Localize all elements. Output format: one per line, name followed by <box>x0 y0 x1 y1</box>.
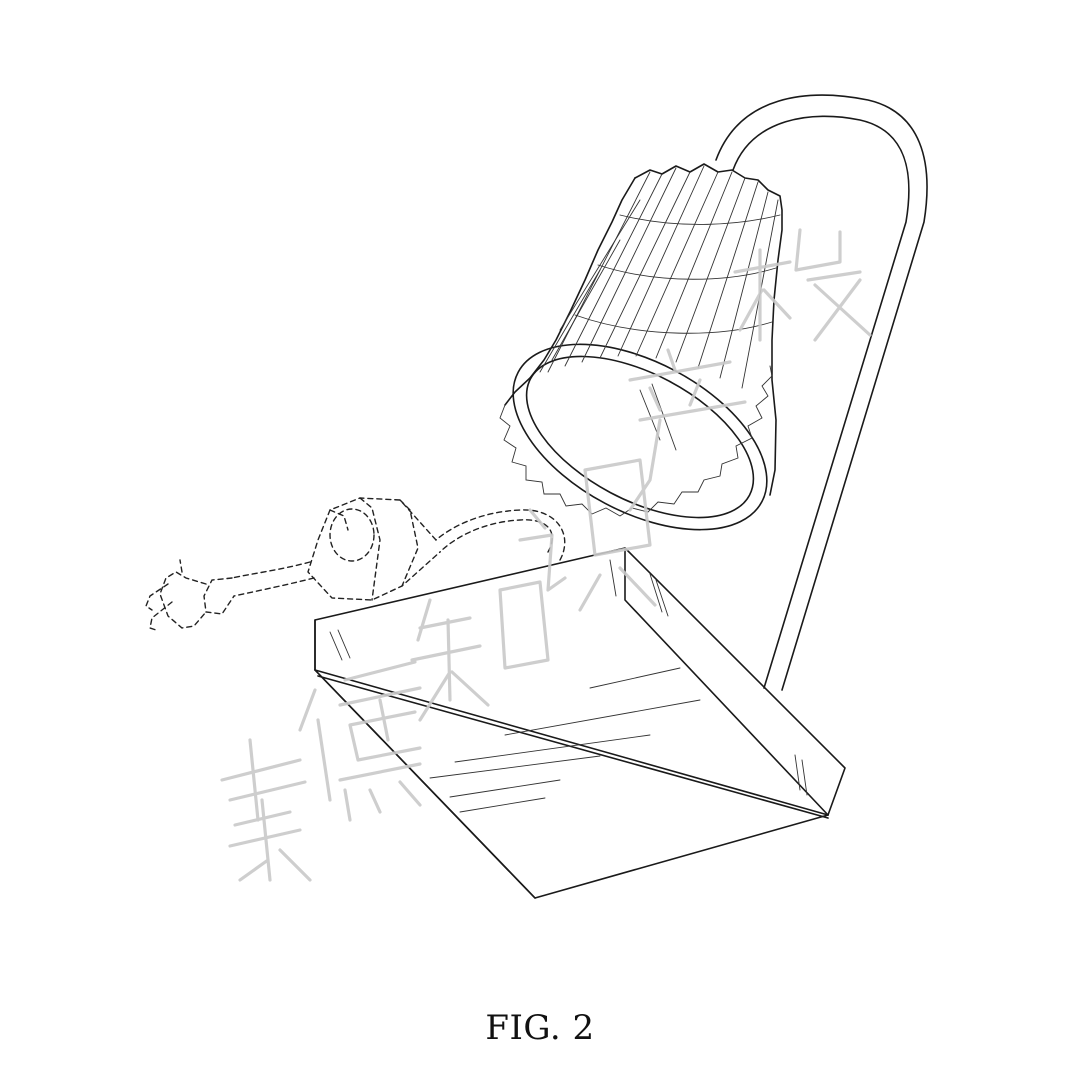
figure-caption: FIG. 2 <box>485 1008 595 1048</box>
lamp-stand <box>715 94 928 691</box>
lamp-shade <box>499 163 783 531</box>
watermark-logo <box>220 228 872 882</box>
lamp-base <box>314 547 846 899</box>
